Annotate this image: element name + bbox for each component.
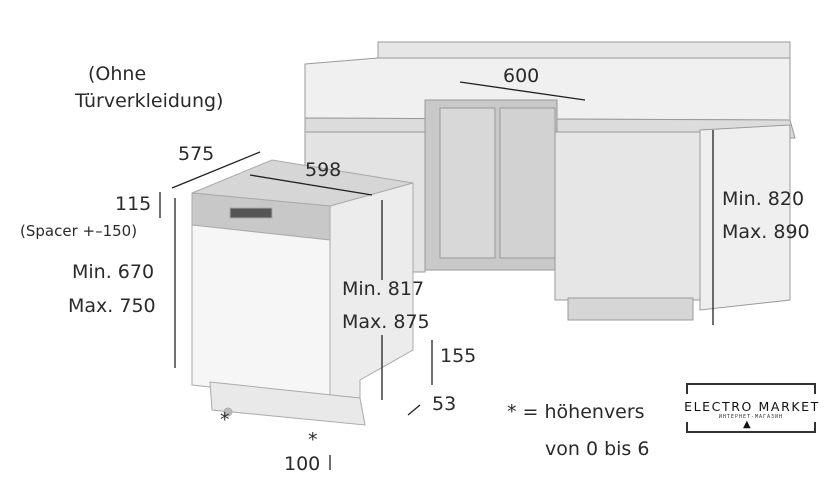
total-height-max: Max. 875 bbox=[342, 311, 430, 333]
front-height-max: Max. 750 bbox=[68, 295, 156, 317]
spacer-label: (Spacer +–150) bbox=[20, 222, 137, 240]
plinth-height-label: 155 bbox=[440, 345, 476, 367]
asterisk-front-foot: * bbox=[220, 409, 230, 431]
electro-market-watermark: ELECTRO MARKET ИНТЕРНЕТ-МАГАЗИН ▲ bbox=[680, 383, 826, 433]
logo-name: ELECTRO MARKET bbox=[684, 399, 820, 414]
foot-offset-label: 100 bbox=[284, 453, 320, 475]
total-height-min: Min. 817 bbox=[342, 278, 424, 300]
note-line-2: Türverkleidung) bbox=[74, 90, 223, 112]
footnote-line-2: von 0 bis 6 bbox=[545, 438, 649, 460]
top-gap-label: 115 bbox=[115, 193, 151, 215]
asterisk-rear-foot: * bbox=[308, 429, 318, 451]
logo-frame-top bbox=[686, 383, 816, 394]
note-line-1: (Ohne bbox=[88, 63, 146, 85]
logo-frame-bottom bbox=[686, 422, 816, 433]
dishwasher bbox=[191, 159, 414, 426]
niche-height-max: Max. 890 bbox=[722, 221, 810, 243]
width-label: 598 bbox=[305, 159, 341, 181]
niche-height-min: Min. 820 bbox=[722, 188, 804, 210]
depth-label: 575 bbox=[178, 143, 214, 165]
front-height-min: Min. 670 bbox=[72, 261, 154, 283]
cabinet-width-label: 600 bbox=[503, 65, 539, 87]
logo-subtitle: ИНТЕРНЕТ-МАГАЗИН bbox=[718, 414, 784, 420]
footnote-line-1: * = höhenvers bbox=[507, 401, 645, 423]
dimension-lines bbox=[159, 81, 714, 470]
kitchen-cabinet bbox=[304, 41, 796, 321]
plinth-depth-label: 53 bbox=[432, 393, 456, 415]
cursor-icon: ▲ bbox=[743, 419, 751, 430]
